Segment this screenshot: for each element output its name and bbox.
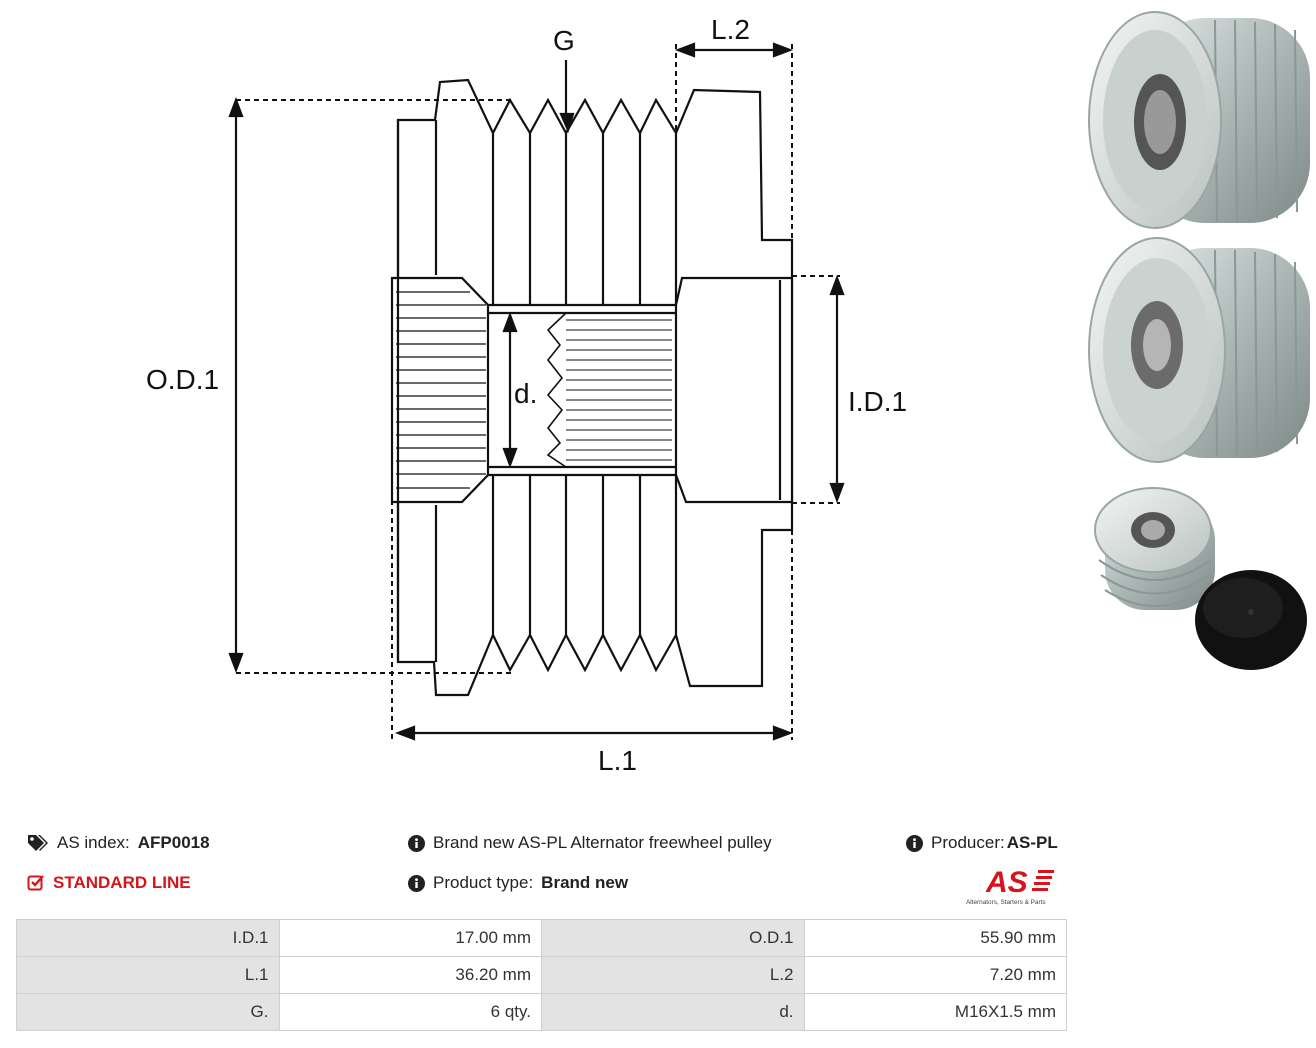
right-hub: [674, 276, 794, 504]
spec-value: 17.00 mm: [278, 919, 542, 957]
spec-value: 6 qty.: [278, 993, 542, 1031]
check-square-icon: [27, 874, 45, 892]
specs-table: I.D.1 17.00 mm O.D.1 55.90 mm L.1 36.20 …: [16, 919, 1067, 1031]
spec-value: 7.20 mm: [803, 956, 1067, 994]
as-pl-logo: AS Alternators, Starters & Parts: [966, 866, 1054, 906]
label-g: G: [553, 25, 575, 56]
product-type-value: Brand new: [541, 873, 629, 892]
spec-label: G.: [16, 993, 280, 1031]
standard-line-label: STANDARD LINE: [53, 873, 191, 892]
as-index-label: AS index:: [57, 833, 130, 852]
svg-text:Alternators, Starters & Parts: Alternators, Starters & Parts: [966, 899, 1046, 906]
label-d: d.: [514, 378, 537, 409]
table-row: G. 6 qty. d. M16X1.5 mm: [16, 993, 1067, 1031]
producer-row: Producer: AS-PL: [906, 833, 1058, 853]
standard-line-row: STANDARD LINE: [27, 873, 191, 893]
product-type-row: Product type: Brand new: [408, 873, 628, 893]
product-photos: [1088, 11, 1310, 670]
technical-drawing: G L.2 O.D.1 d. I.D.1 L.1: [146, 14, 907, 776]
svg-text:AS: AS: [985, 866, 1028, 899]
producer-label: Producer:: [931, 833, 1005, 852]
label-l2: L.2: [711, 14, 750, 45]
pulley-photo-3: [1094, 487, 1215, 610]
protective-cap: [1195, 570, 1307, 670]
label-od1: O.D.1: [146, 364, 219, 395]
spec-value: 55.90 mm: [803, 919, 1067, 957]
spline-hub: [390, 276, 490, 504]
spec-value: 36.20 mm: [278, 956, 542, 994]
table-row: I.D.1 17.00 mm O.D.1 55.90 mm: [16, 919, 1067, 957]
as-index-value: AFP0018: [137, 833, 210, 852]
tags-icon: [27, 834, 49, 852]
spec-label: L.1: [16, 956, 280, 994]
description-row: Brand new AS-PL Alternator freewheel pul…: [408, 833, 772, 853]
spec-label: d.: [541, 993, 805, 1031]
spec-label: I.D.1: [16, 919, 280, 957]
thread-profile: [546, 312, 567, 468]
info-icon: [906, 834, 923, 852]
product-type-label: Product type:: [433, 873, 534, 892]
pulley-photo-1: [1088, 11, 1310, 229]
label-l1: L.1: [598, 745, 637, 776]
spec-label: O.D.1: [541, 919, 805, 957]
info-icon: [408, 834, 425, 852]
producer-value: AS-PL: [1006, 833, 1058, 852]
as-index-row: AS index: AFP0018: [27, 833, 210, 853]
pulley-photo-2: [1088, 237, 1310, 463]
spec-label: L.2: [541, 956, 805, 994]
label-id1: I.D.1: [848, 386, 907, 417]
spec-value: M16X1.5 mm: [803, 993, 1067, 1031]
info-icon: [408, 874, 425, 892]
table-row: L.1 36.20 mm L.2 7.20 mm: [16, 956, 1067, 994]
description-text: Brand new AS-PL Alternator freewheel pul…: [433, 833, 772, 852]
